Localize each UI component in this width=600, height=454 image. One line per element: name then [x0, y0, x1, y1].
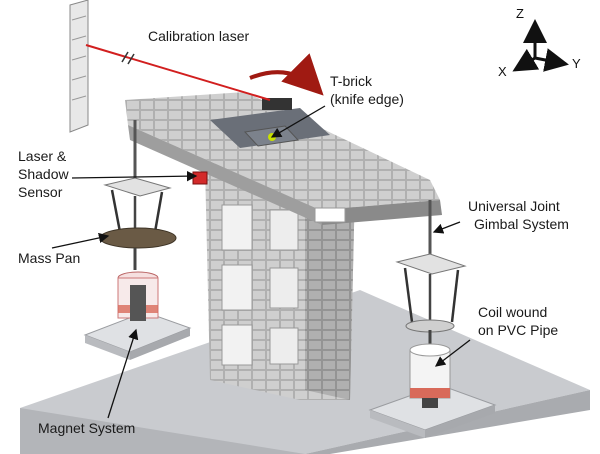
universal-joint-label-line1: Universal Joint [468, 198, 560, 214]
calibration-ruler [69, 0, 89, 133]
y-axis-label: Y [572, 56, 581, 71]
calibration-laser-beam [85, 44, 271, 101]
magnet-system-label: Magnet System [38, 420, 136, 436]
coil-label-line1: Coil wound [478, 304, 548, 320]
rotation-arrow [249, 53, 324, 96]
z-axis-label: Z [516, 6, 524, 21]
laser-sensor-label-line2: Shadow [18, 166, 69, 182]
coil-label-line2: on PVC Pipe [478, 322, 559, 338]
t-brick-label-line2: (knife edge) [330, 91, 404, 107]
x-axis-label: X [498, 64, 507, 79]
axes-triad [512, 19, 569, 72]
calibration-laser-label: Calibration laser [148, 28, 250, 44]
mass-pan [99, 227, 177, 249]
leader-lines [51, 105, 471, 419]
right-hanging-assembly [395, 200, 467, 408]
t-brick-label-line1: T-brick [330, 73, 372, 89]
laser-sensor-label-line1: Laser & [18, 148, 67, 164]
universal-joint-label-line2: Gimbal System [474, 216, 569, 232]
laser-shadow-sensor [192, 171, 208, 185]
balance-beam [125, 92, 442, 225]
left-hanging-assembly [99, 120, 177, 321]
laser-sensor-label-line3: Sensor [18, 184, 63, 200]
mass-pan-label: Mass Pan [18, 250, 81, 266]
